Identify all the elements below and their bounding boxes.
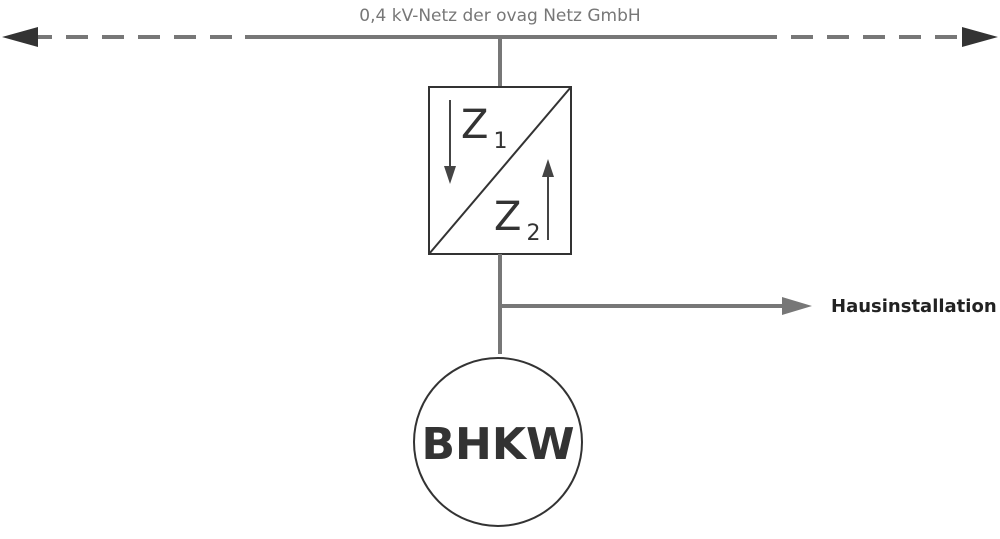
- meter-box: Z 1 Z 2: [428, 86, 572, 255]
- generator-label: BHKW: [422, 419, 575, 470]
- z1-index: 1: [494, 129, 508, 154]
- z2-up-arrow-icon: [542, 159, 554, 177]
- generator-circle: [413, 357, 583, 527]
- z1-down-arrow-icon: [444, 166, 456, 184]
- grid-arrow-left-icon: [2, 27, 38, 47]
- z2-letter: Z: [494, 194, 521, 240]
- meter-z2-label: Z 2: [494, 194, 541, 246]
- house-arrow-icon: [782, 297, 812, 315]
- z2-index: 2: [527, 221, 541, 246]
- house-label: Hausinstallation: [831, 296, 997, 317]
- grid-arrow-right-icon: [962, 27, 998, 47]
- meter-diagonal: [428, 86, 572, 255]
- meter-z1-label: Z 1: [461, 102, 508, 154]
- generator: BHKW: [413, 357, 583, 527]
- z1-letter: Z: [461, 102, 488, 148]
- grid-label: 0,4 kV-Netz der ovag Netz GmbH: [359, 6, 640, 26]
